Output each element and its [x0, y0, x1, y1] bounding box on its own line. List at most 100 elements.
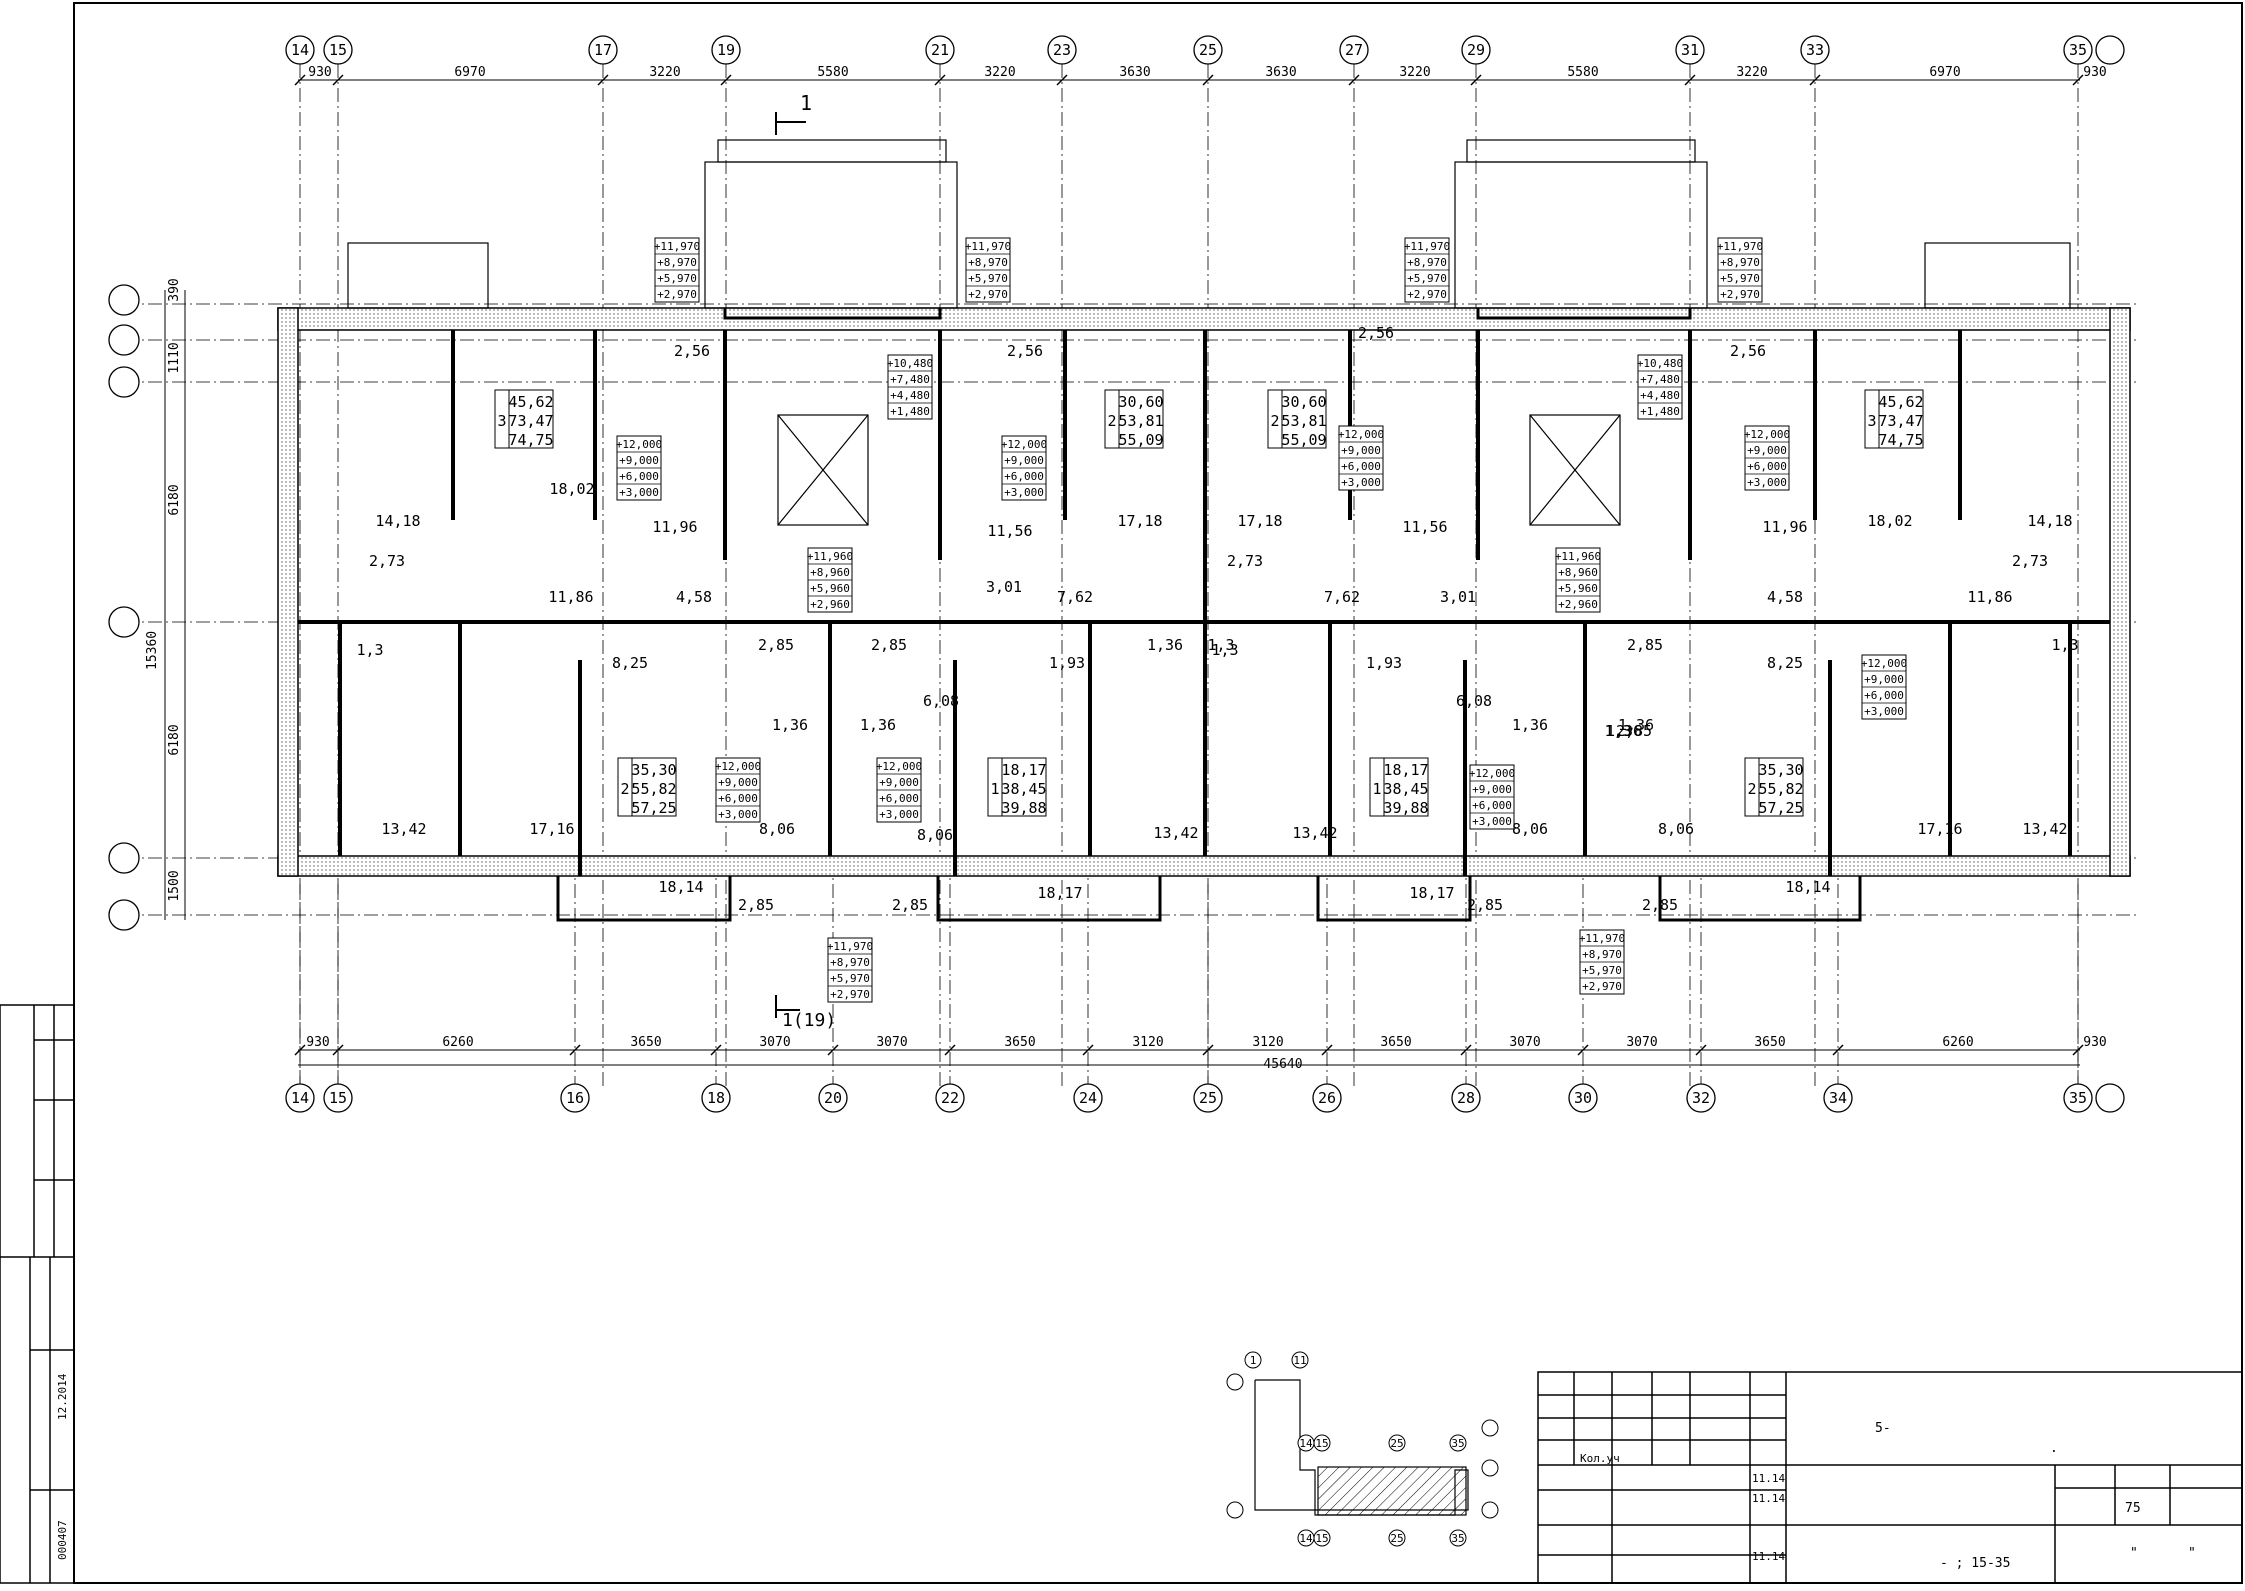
axis-label: 16 — [566, 1089, 584, 1107]
total-dimension: 45640 — [1263, 1057, 1302, 1072]
dimension-top: 3220 — [649, 65, 680, 80]
room-area: 13,42 — [381, 820, 426, 838]
room-area: 11,96 — [1762, 518, 1807, 536]
room-area: 17,18 — [1117, 512, 1162, 530]
axis-label: 27 — [1345, 41, 1363, 59]
level-value: +9,000 — [1864, 673, 1904, 686]
room-area: 11,56 — [987, 522, 1032, 540]
level-value: +12,000 — [1338, 428, 1384, 441]
level-value: +3,000 — [1747, 476, 1787, 489]
level-value: +8,970 — [657, 256, 697, 269]
level-value: +4,480 — [890, 389, 930, 402]
apartment-total-area: 57,25 — [1758, 799, 1803, 817]
room-area: 2,85 — [1616, 722, 1652, 740]
keyplan-axis-bubble-empty — [1226, 1373, 1244, 1391]
room-area: 1,3 — [1604, 722, 1631, 740]
keyplan-axis-bubble-empty — [1226, 1501, 1244, 1519]
apartment-total-area: 74,75 — [508, 431, 553, 449]
level-value: +8,970 — [830, 956, 870, 969]
room-area: 14,18 — [2027, 512, 2072, 530]
level-value: +2,970 — [1407, 288, 1447, 301]
keyplan-axis-label: 15 — [1315, 1532, 1328, 1545]
dim-tick — [944, 1044, 956, 1056]
axis-label: 19 — [717, 41, 735, 59]
apartment-rooms: 3 — [1867, 412, 1876, 430]
axis-label: 32 — [1692, 1089, 1710, 1107]
keyplan-axis-label: 14 — [1299, 1532, 1313, 1545]
axis-bubble — [285, 35, 315, 65]
dimension-left: 1110 — [167, 342, 182, 373]
room-area: 2,56 — [1358, 324, 1394, 342]
axis-bubble — [1047, 35, 1077, 65]
dim-tick — [1695, 1044, 1707, 1056]
axis-label: 35 — [2069, 41, 2087, 59]
dimension-left: 6180 — [167, 484, 182, 515]
keyplan-axis-label: 25 — [1390, 1532, 1403, 1545]
room-area: 8,25 — [1767, 654, 1803, 672]
keyplan-axis-bubble — [1291, 1351, 1309, 1369]
dimension-bottom: 6260 — [442, 1035, 473, 1050]
dim-tick — [597, 74, 609, 86]
room-area: 8,06 — [1512, 820, 1548, 838]
axis-bubble-left — [108, 366, 140, 398]
date-2: 11.14 — [1752, 1492, 1785, 1505]
level-value: +12,000 — [876, 760, 922, 773]
level-value: +8,970 — [1582, 948, 1622, 961]
room-area: 13,42 — [2022, 820, 2067, 838]
level-value: +3,000 — [1472, 815, 1512, 828]
apartment-living-area: 18,17 — [1001, 761, 1046, 779]
apartment-tag-box — [494, 389, 554, 449]
dim-tick — [710, 1044, 722, 1056]
room-area: 2,73 — [1227, 552, 1263, 570]
apartment-area: 55,82 — [631, 780, 676, 798]
level-value: +6,000 — [1004, 470, 1044, 483]
apartment-total-area: 55,09 — [1118, 431, 1163, 449]
axis-label: 20 — [824, 1089, 842, 1107]
apartment-area: 73,47 — [508, 412, 553, 430]
level-value: +10,480 — [1637, 357, 1683, 370]
title-block — [1537, 1371, 2243, 1584]
dimension-bottom: 6260 — [1942, 1035, 1973, 1050]
room-area: 8,25 — [612, 654, 648, 672]
room-area: 18,17 — [1409, 884, 1454, 902]
keyplan-axis-label: 25 — [1390, 1437, 1403, 1450]
axis-label: 14 — [291, 1089, 309, 1107]
section-mark-top — [775, 112, 806, 135]
axis-grid — [124, 64, 2140, 1090]
level-value: +9,000 — [879, 776, 919, 789]
axis-bubbles-left — [108, 284, 140, 931]
room-area: 11,86 — [548, 588, 593, 606]
axis-label: 18 — [707, 1089, 725, 1107]
keyplan-axis-bubble — [1449, 1529, 1467, 1547]
room-area: 13,42 — [1292, 824, 1337, 842]
level-value: +1,480 — [890, 405, 930, 418]
level-tables: +11,970+8,970+5,970+2,970+11,970+8,970+5… — [616, 237, 1907, 1003]
keyplan-axis-bubble — [1244, 1351, 1262, 1369]
level-value: +11,970 — [1717, 240, 1763, 253]
axis-bubble — [2063, 1083, 2093, 1113]
date-1: 11.14 — [1752, 1472, 1785, 1485]
level-value: +11,970 — [1404, 240, 1450, 253]
dimension-bottom: 3120 — [1252, 1035, 1283, 1050]
keyplan-axis-bubble-empty — [1481, 1501, 1499, 1519]
axis-label: 28 — [1457, 1089, 1475, 1107]
level-value: +3,000 — [718, 808, 758, 821]
axis-label: 34 — [1829, 1089, 1847, 1107]
axis-label: 25 — [1199, 41, 1217, 59]
level-value: +3,000 — [1341, 476, 1381, 489]
axis-bubble-empty — [2095, 35, 2125, 65]
dimension-bottom: 3070 — [876, 1035, 907, 1050]
apartment-total-area: 57,25 — [631, 799, 676, 817]
keyplan-axis-bubble — [1388, 1434, 1406, 1452]
dim-tick — [1832, 1044, 1844, 1056]
dim-tick — [1460, 1044, 1472, 1056]
room-area: 3,01 — [1440, 588, 1476, 606]
level-value: +5,960 — [810, 582, 850, 595]
sheet-number: 75 — [2125, 1501, 2141, 1516]
apartment-tag-box — [1267, 389, 1327, 449]
axis-bubble — [1461, 35, 1491, 65]
sheet-frame — [73, 2, 2243, 1584]
apartment-rooms: 1 — [1372, 780, 1381, 798]
